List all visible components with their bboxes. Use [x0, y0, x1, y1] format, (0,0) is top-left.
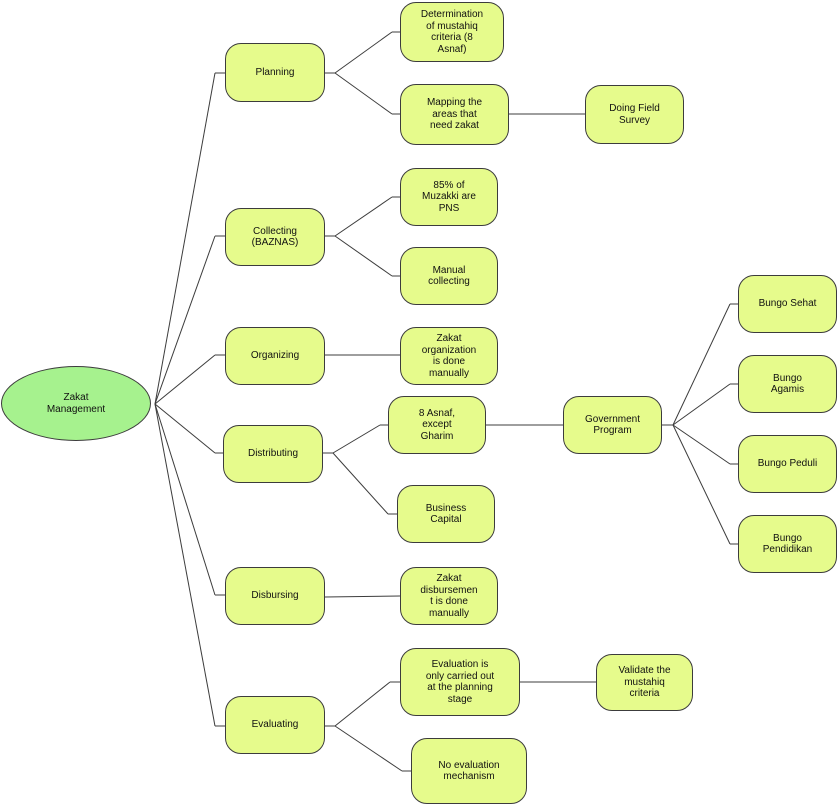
edge-planning-to-determination: [334, 31, 393, 74]
node-zakat-organization-manual: Zakat organization is done manually: [400, 327, 498, 385]
node-planning: Planning: [225, 43, 325, 102]
edge-collecting-to-pns: [334, 196, 393, 237]
node-evaluating: Evaluating: [225, 696, 325, 754]
node-validate-mustahiq-criteria: Validate the mustahiq criteria: [596, 654, 693, 711]
node-organizing: Organizing: [225, 327, 325, 385]
edge-root-to-distributing: [154, 403, 216, 454]
edge-collecting-to-manual: [334, 235, 393, 277]
node-manual-collecting: Manual collecting: [400, 247, 498, 305]
root-node-zakat-management: Zakat Management: [1, 366, 151, 441]
node-disbursing: Disbursing: [225, 567, 325, 625]
edge-gov-to-peduli: [672, 424, 731, 465]
edge-root-to-disbursing: [154, 403, 216, 596]
node-bungo-sehat: Bungo Sehat: [738, 275, 837, 333]
edge-evaluating-to-no-eval: [334, 725, 403, 772]
node-bungo-pendidikan: Bungo Pendidikan: [738, 515, 837, 573]
node-bungo-peduli: Bungo Peduli: [738, 435, 837, 493]
node-collecting: Collecting (BAZNAS): [225, 208, 325, 266]
edge-evaluating-to-eval-planning: [334, 681, 391, 727]
node-mapping-areas: Mapping the areas that need zakat: [400, 84, 509, 145]
edge-gov-to-pendidikan: [672, 424, 731, 545]
node-no-evaluation-mechanism: No evaluation mechanism: [411, 738, 527, 804]
edge-distributing-to-asnaf: [332, 424, 381, 454]
node-evaluation-planning-stage: Evaluation is only carried out at the pl…: [400, 648, 520, 716]
edge-root-to-evaluating: [154, 403, 216, 727]
node-zakat-disbursement-manual: Zakat disbursemen t is done manually: [400, 567, 498, 625]
node-8-asnaf-except-gharim: 8 Asnaf, except Gharim: [388, 396, 486, 454]
node-business-capital: Business Capital: [397, 485, 495, 543]
edge-gov-to-sehat: [672, 303, 731, 426]
node-distributing: Distributing: [223, 425, 323, 483]
node-government-program: Government Program: [563, 396, 662, 454]
node-muzakki-pns: 85% of Muzakki are PNS: [400, 168, 498, 226]
edge-distributing-to-business: [332, 452, 389, 515]
edge-root-to-collecting: [154, 235, 216, 405]
node-bungo-agamis: Bungo Agamis: [738, 355, 837, 413]
node-determination-of-mustahiq-criteria: Determination of mustahiq criteria (8 As…: [400, 2, 504, 62]
edge-disbursing-to-zakat-disb: [324, 595, 401, 598]
node-doing-field-survey: Doing Field Survey: [585, 85, 684, 144]
edge-root-to-organizing: [154, 354, 216, 405]
edge-root-to-planning: [154, 72, 216, 405]
edge-planning-to-mapping: [334, 72, 393, 115]
edge-gov-to-agamis: [672, 383, 731, 426]
